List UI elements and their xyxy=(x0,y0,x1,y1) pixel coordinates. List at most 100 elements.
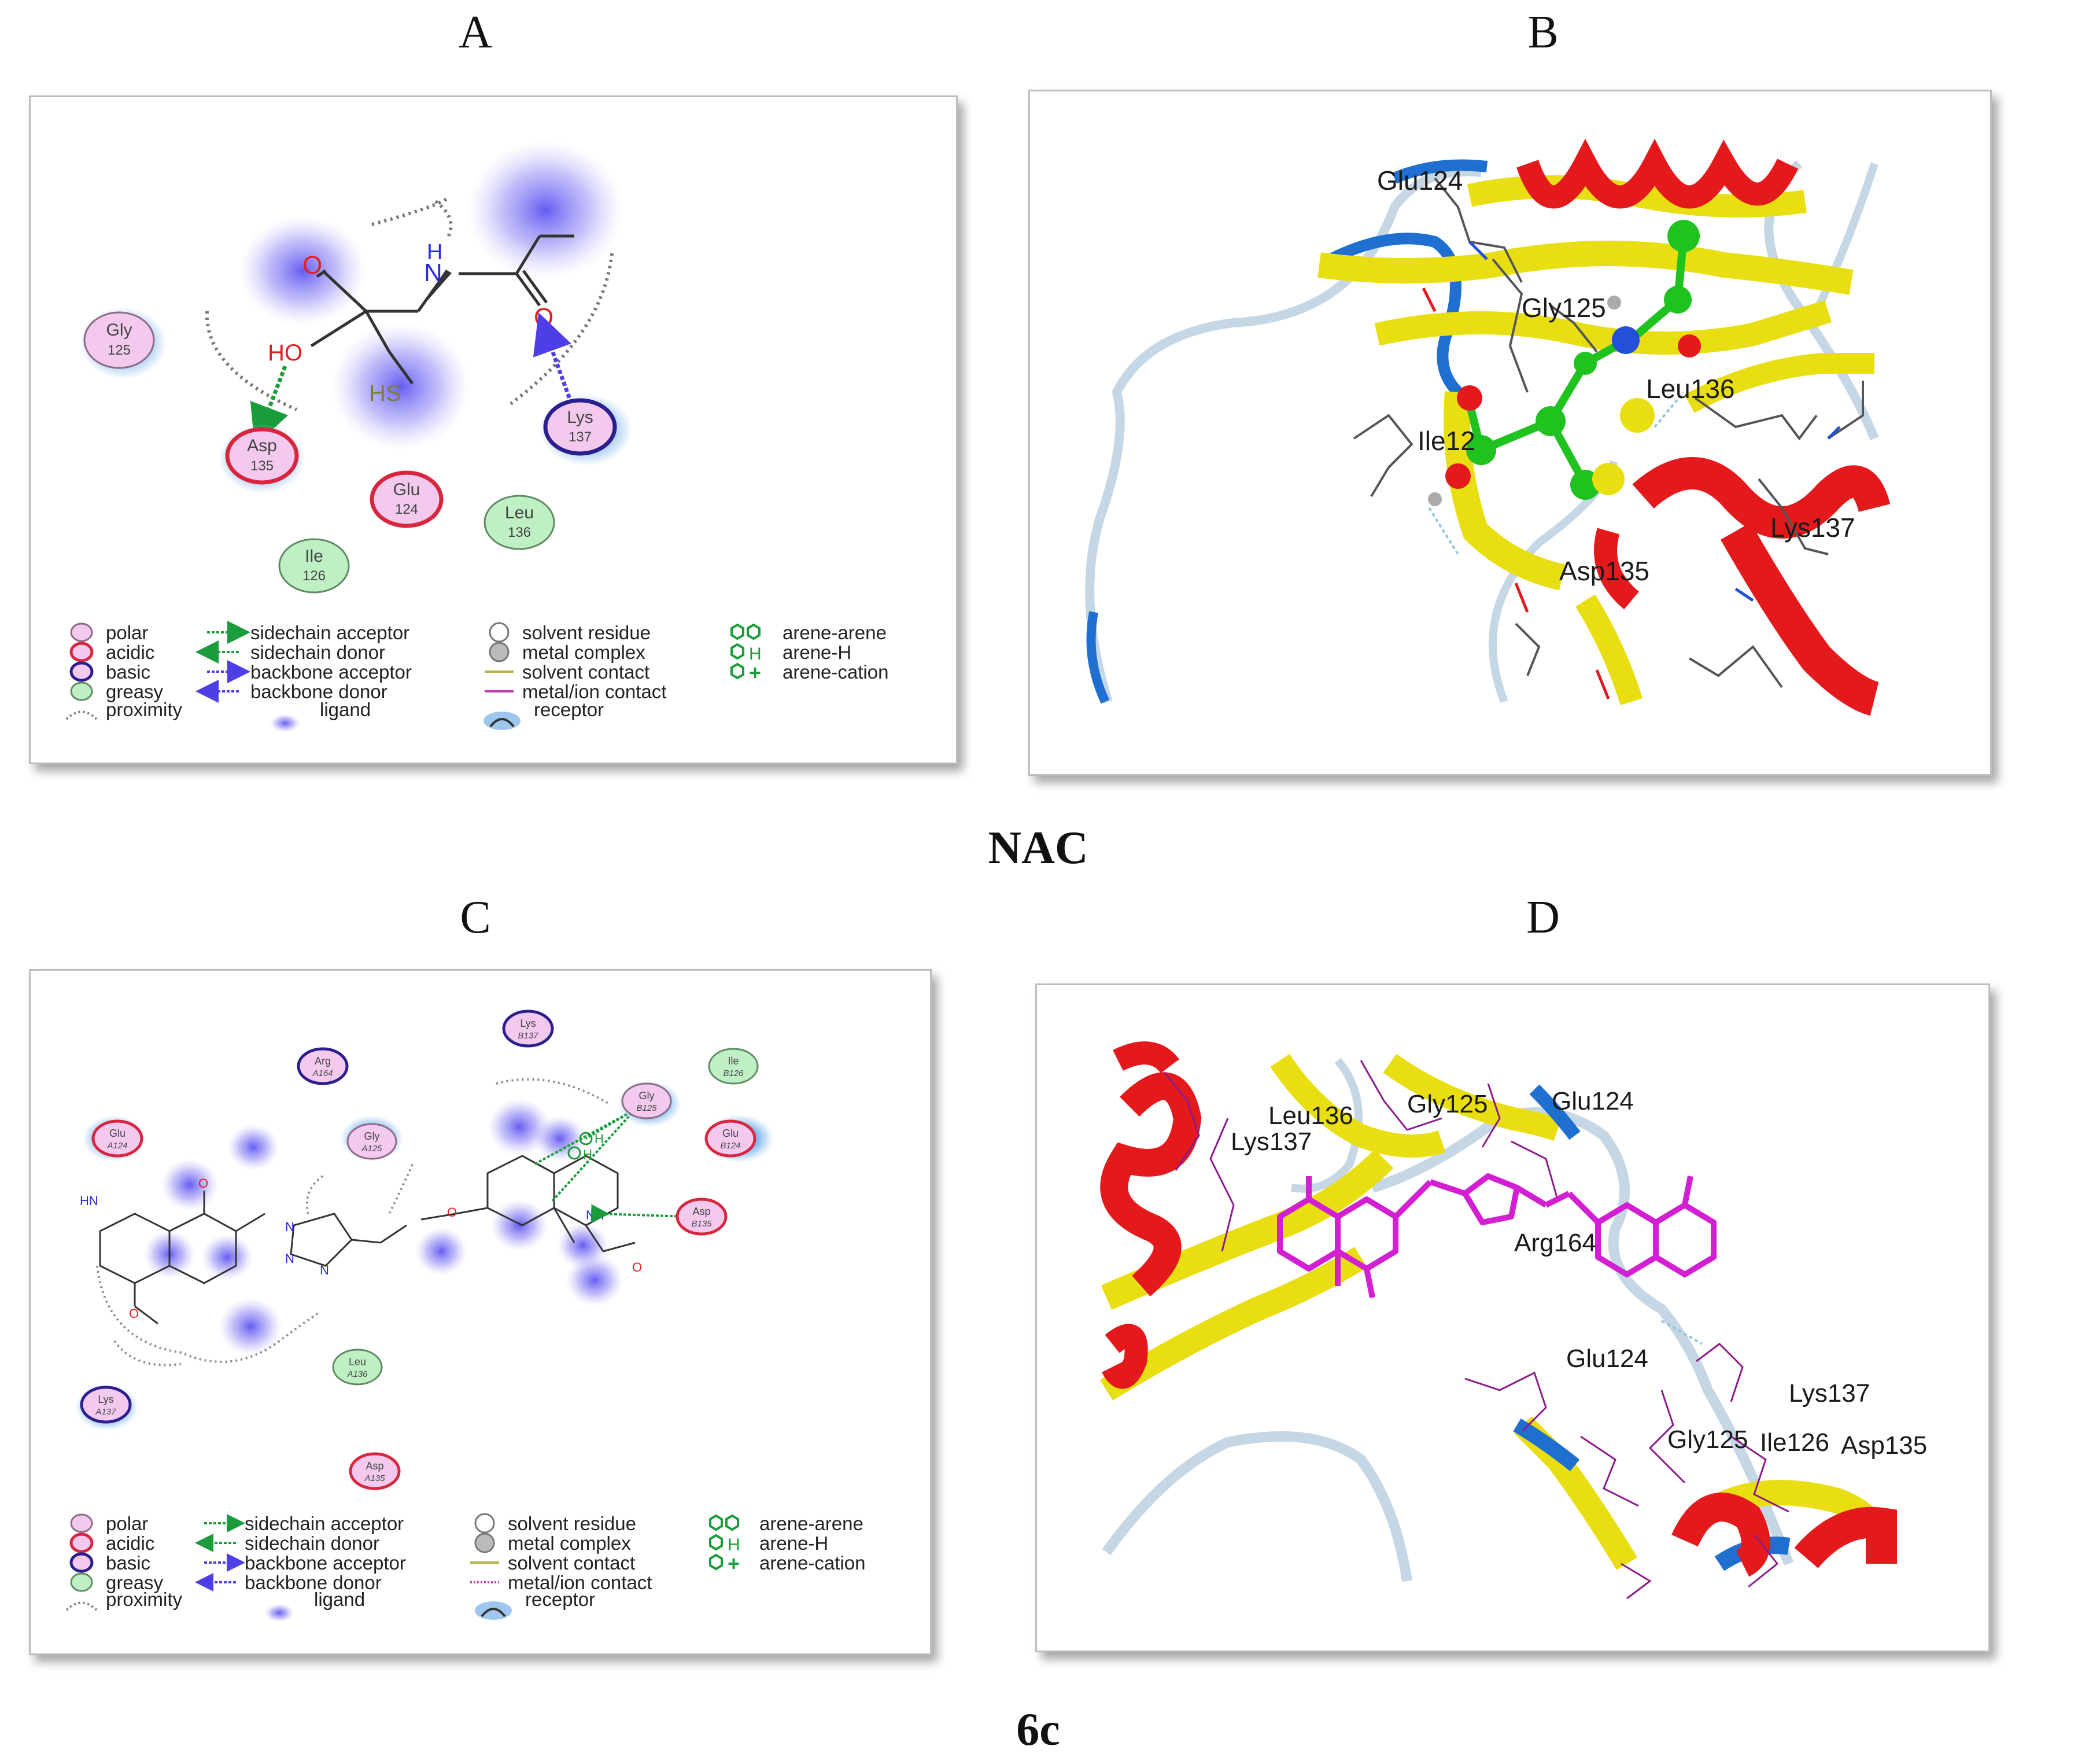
svg-text:H: H xyxy=(595,1132,604,1146)
atom-o-right: O xyxy=(632,1260,642,1274)
ligand-6c-sticks xyxy=(1277,1173,1717,1298)
residue-gly-125: Gly 125 xyxy=(80,307,167,379)
proximity-contour xyxy=(434,200,453,240)
svg-text:Glu: Glu xyxy=(109,1128,126,1139)
label-lys137-bottom: Lys137 xyxy=(1789,1379,1870,1408)
alpha-helix xyxy=(1720,522,1880,716)
legend-sidechain-acceptor: sidechain acceptor xyxy=(250,622,409,643)
residue-arg-a164: Arg A164 xyxy=(297,1047,349,1085)
svg-text:136: 136 xyxy=(508,525,531,540)
legend-proximity: proximity xyxy=(106,699,183,720)
alpha-helix xyxy=(1594,528,1640,610)
svg-text:Asp: Asp xyxy=(247,436,277,455)
svg-text:B125: B125 xyxy=(636,1103,657,1113)
svg-text:A136: A136 xyxy=(346,1369,368,1379)
label-gly125-bottom: Gly125 xyxy=(1667,1425,1748,1454)
legend-solvent-residue: solvent residue xyxy=(522,622,651,643)
svg-text:A135: A135 xyxy=(364,1473,385,1483)
atom-n2: N xyxy=(285,1251,294,1266)
panel-label-c: C xyxy=(460,892,491,943)
svg-text:Gly: Gly xyxy=(106,320,132,340)
beta-strand xyxy=(1444,391,1566,591)
svg-text:greasy: greasy xyxy=(106,1572,164,1593)
svg-text:B124: B124 xyxy=(720,1141,740,1151)
svg-text:sidechain donor: sidechain donor xyxy=(245,1532,379,1554)
svg-text:Glu: Glu xyxy=(722,1128,739,1139)
residue-lys-a137: Lys A137 xyxy=(75,1384,139,1431)
svg-text:metal/ion contact: metal/ion contact xyxy=(508,1572,652,1593)
legend: polar acidic basic greasy proximity side… xyxy=(65,1513,865,1622)
legend-metal-ion-contact: metal/ion contact xyxy=(522,681,666,702)
hbond-dashed xyxy=(1654,391,1685,428)
alpha-helix xyxy=(1671,1493,1770,1577)
label-arg164: Arg164 xyxy=(1514,1229,1596,1257)
alpha-helix xyxy=(1102,1324,1148,1389)
label-gly125: Gly125 xyxy=(1522,293,1606,323)
svg-text:acidic: acidic xyxy=(106,1532,154,1554)
residue-sticks xyxy=(1353,177,1864,688)
panel-label-d: D xyxy=(1526,892,1560,943)
coil-loop xyxy=(1290,1058,1363,1193)
proximity-contour xyxy=(510,253,614,406)
atom-amide-h: H xyxy=(427,240,442,264)
svg-text:Leu: Leu xyxy=(349,1356,366,1368)
atom-o-ether: O xyxy=(447,1205,457,1220)
residue-lys-137: Lys 137 xyxy=(540,394,632,466)
blue-loop-segment xyxy=(1529,1084,1581,1140)
legend-arene-cation: arene-cation xyxy=(783,661,888,683)
label-leu136: Leu136 xyxy=(1268,1101,1353,1130)
alpha-helix xyxy=(1632,457,1891,539)
coil-loop xyxy=(1085,167,1482,703)
svg-text:H: H xyxy=(749,644,762,664)
ligand-exposure-blob xyxy=(239,216,366,326)
residue-asp-b135: Asp B135 xyxy=(676,1198,728,1236)
svg-text:Leu: Leu xyxy=(505,503,534,522)
svg-text:Ile: Ile xyxy=(728,1055,739,1067)
alpha-helix xyxy=(1113,1041,1179,1074)
residue-glu-124: Glu 124 xyxy=(370,470,444,528)
atom-o-carbonyl: O xyxy=(302,251,322,279)
beta-strand xyxy=(1575,594,1643,706)
coil-loop-blue xyxy=(1086,611,1110,704)
caption-nac: NAC xyxy=(988,823,1088,874)
label-glu124: Glu124 xyxy=(1377,165,1463,196)
legend-backbone-donor: backbone donor xyxy=(250,681,387,702)
alpha-helix xyxy=(1516,138,1799,209)
proximity-contour xyxy=(371,197,448,226)
label-lys137-top: Lys137 xyxy=(1231,1128,1312,1156)
proximity-contours xyxy=(96,1078,610,1366)
svg-text:metal complex: metal complex xyxy=(508,1532,631,1554)
ligand-skeleton xyxy=(310,234,574,385)
label-glu124-top: Glu124 xyxy=(1552,1087,1634,1115)
svg-text:ligand: ligand xyxy=(314,1589,365,1610)
residue-lines xyxy=(1163,1060,1789,1600)
svg-text:B126: B126 xyxy=(723,1069,744,1078)
svg-text:solvent contact: solvent contact xyxy=(508,1552,635,1574)
svg-text:sidechain acceptor: sidechain acceptor xyxy=(245,1513,404,1534)
atom-amide-o: O xyxy=(534,303,553,331)
residue-gly-a125: Gly A125 xyxy=(340,1115,404,1162)
svg-text:receptor: receptor xyxy=(525,1589,595,1610)
svg-text:A124: A124 xyxy=(106,1141,127,1151)
residue-gly-b125: Gly B125 xyxy=(618,1081,681,1127)
svg-text:B137: B137 xyxy=(518,1031,538,1041)
atom-n3: N xyxy=(320,1263,329,1277)
atom-o-methoxy: O xyxy=(129,1306,139,1321)
svg-text:solvent residue: solvent residue xyxy=(508,1513,636,1534)
residue-lys-b137: Lys B137 xyxy=(502,1010,554,1048)
svg-text:A125: A125 xyxy=(361,1144,382,1154)
atom-hydroxyl: HO xyxy=(268,340,302,366)
ligand-skeleton xyxy=(99,1155,636,1325)
coil-loop xyxy=(1813,162,1878,313)
legend-metal-complex: metal complex xyxy=(522,642,645,663)
svg-text:arene-cation: arene-cation xyxy=(759,1552,865,1574)
legend-arene-h: arene-H xyxy=(783,642,851,663)
svg-text:proximity: proximity xyxy=(106,1589,183,1610)
atom-n1: N xyxy=(285,1220,294,1234)
beta-strand xyxy=(1099,1247,1368,1401)
svg-text:Lys: Lys xyxy=(520,1018,536,1029)
atom-nh-right: NH xyxy=(586,1208,604,1222)
beta-strand xyxy=(1374,300,1832,355)
residue-glu-b124: Glu B124 xyxy=(704,1114,774,1163)
label-ile126: Ile126 xyxy=(1760,1428,1829,1457)
